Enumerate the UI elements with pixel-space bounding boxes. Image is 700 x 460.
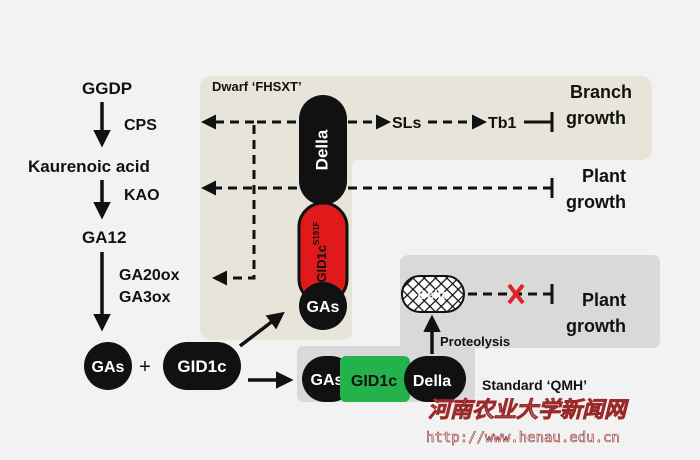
gid1c-mutant-label: GID1cS191F bbox=[312, 221, 329, 282]
gid1c-pill-left bbox=[163, 342, 241, 390]
ga12-label: GA12 bbox=[82, 228, 126, 247]
gas-pill-dwarf bbox=[299, 282, 347, 330]
ga20ox-label: GA20ox bbox=[119, 267, 180, 284]
gid1c-label-standard: GID1c bbox=[351, 373, 397, 390]
plant-growth-label-standard: growth bbox=[566, 316, 626, 336]
tb1-label: Tb1 bbox=[488, 115, 517, 132]
della-pill-standard bbox=[404, 356, 466, 402]
gas-label-standard: GAs bbox=[311, 372, 344, 389]
dashed-della-to-cps-arrow bbox=[212, 120, 296, 286]
watermark-url: http://www.henau.edu.cn bbox=[426, 430, 620, 446]
proteolysis-label: Proteolysis bbox=[440, 334, 510, 349]
gid1c-mutant-text: GID1c bbox=[314, 245, 329, 283]
plant-label-dwarf: Plant bbox=[582, 166, 626, 186]
dwarf-box-title: Dwarf ‘FHSXT’ bbox=[212, 79, 302, 94]
kaurenoic-acid-label: Kaurenoic acid bbox=[28, 157, 150, 176]
della-label-standard: Della bbox=[413, 373, 451, 390]
gid1c-label-left: GID1c bbox=[177, 357, 226, 376]
watermark-chinese: 河南农业大学新闻网 bbox=[428, 397, 629, 423]
gas-label-dwarf: GAs bbox=[307, 299, 340, 316]
ga3ox-label: GA3ox bbox=[119, 289, 171, 306]
gas-label-left: GAs bbox=[92, 359, 125, 376]
kao-label: KAO bbox=[124, 187, 160, 204]
gid1c-pill-standard bbox=[340, 356, 410, 402]
della-label-dwarf: Della bbox=[312, 129, 331, 170]
degraded-della-pill bbox=[401, 275, 465, 313]
standard-box-title: Standard ‘QMH’ bbox=[482, 377, 587, 393]
branch-growth-label: growth bbox=[566, 108, 626, 128]
ggdp-label: GGDP bbox=[82, 79, 132, 98]
arrow-to-dwarf-complex bbox=[238, 311, 285, 348]
gas-circle-left bbox=[84, 342, 132, 390]
plus-sign: + bbox=[139, 356, 151, 378]
della-pill-dwarf bbox=[299, 95, 347, 205]
plant-growth-label-dwarf: growth bbox=[566, 192, 626, 212]
plant-label-standard: Plant bbox=[582, 290, 626, 310]
degraded-della-label: Della bbox=[417, 287, 449, 302]
blocked-cross-icon bbox=[507, 283, 525, 305]
gid1c-mutant-superscript: S191F bbox=[312, 221, 321, 245]
cps-label: CPS bbox=[124, 117, 157, 134]
branch-label: Branch bbox=[570, 82, 632, 102]
sls-label: SLs bbox=[392, 115, 421, 132]
